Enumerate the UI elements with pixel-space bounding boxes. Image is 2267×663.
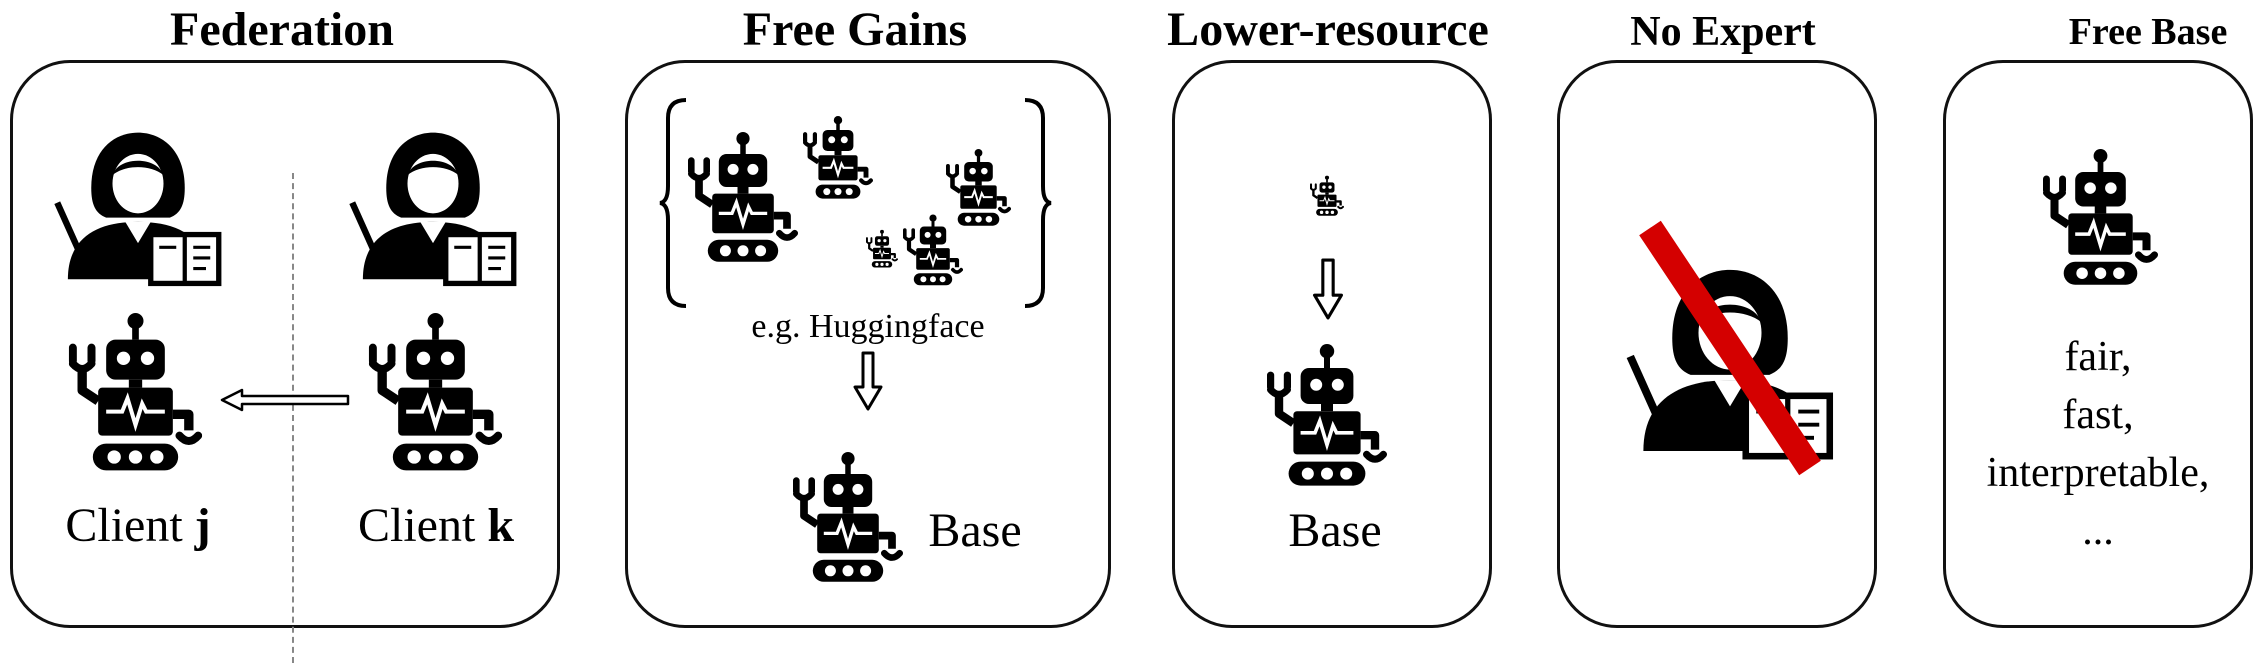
title-free-base: Free Base — [2068, 11, 2228, 53]
panel-federation: Client j Client k — [10, 60, 560, 663]
title-no-expert: No Expert — [1630, 9, 1816, 55]
curly-brace-icon — [1024, 98, 1052, 308]
robot-icon — [1267, 341, 1387, 491]
robot-icon — [803, 108, 873, 208]
robot-icon — [68, 313, 203, 473]
robot-icon — [793, 448, 903, 588]
title-free-gains: Free Gains — [742, 3, 968, 56]
base-label: Base — [1288, 504, 1382, 557]
property-fair: fair, — [2064, 334, 2132, 380]
property-more: ... — [2082, 508, 2114, 554]
down-arrow-icon — [853, 351, 883, 411]
teacher-icon — [53, 128, 223, 288]
left-arrow-icon — [220, 388, 350, 412]
robot-icon — [1310, 171, 1344, 221]
base-label: Base — [928, 504, 1022, 557]
client-k-label: Client k — [357, 499, 515, 552]
robot-icon — [2043, 143, 2158, 293]
title-lower-resource: Lower-resource — [1167, 3, 1489, 56]
robot-icon — [368, 313, 503, 473]
title-federation: Federation — [170, 3, 394, 56]
huggingface-label: e.g. Huggingface — [751, 308, 985, 345]
teacher-icon — [348, 128, 518, 288]
robot-icon — [903, 203, 963, 298]
panel-no-expert — [1557, 60, 1877, 628]
divider-dashed-line — [292, 173, 294, 663]
robot-icon — [688, 113, 798, 283]
panel-free-base: fair, fast, interpretable, ... — [1943, 60, 2253, 628]
client-j-label: Client j — [65, 499, 211, 552]
property-fast: fast, — [2062, 392, 2134, 438]
robot-icon — [866, 225, 898, 273]
curly-brace-icon — [659, 98, 687, 308]
prohibition-slash-icon — [1639, 220, 1821, 476]
down-arrow-icon — [1311, 258, 1345, 320]
property-interpretable: interpretable, — [1986, 450, 2210, 496]
panel-lower-resource: Base — [1172, 60, 1492, 628]
panel-free-gains: e.g. Huggingface Base — [625, 60, 1111, 628]
